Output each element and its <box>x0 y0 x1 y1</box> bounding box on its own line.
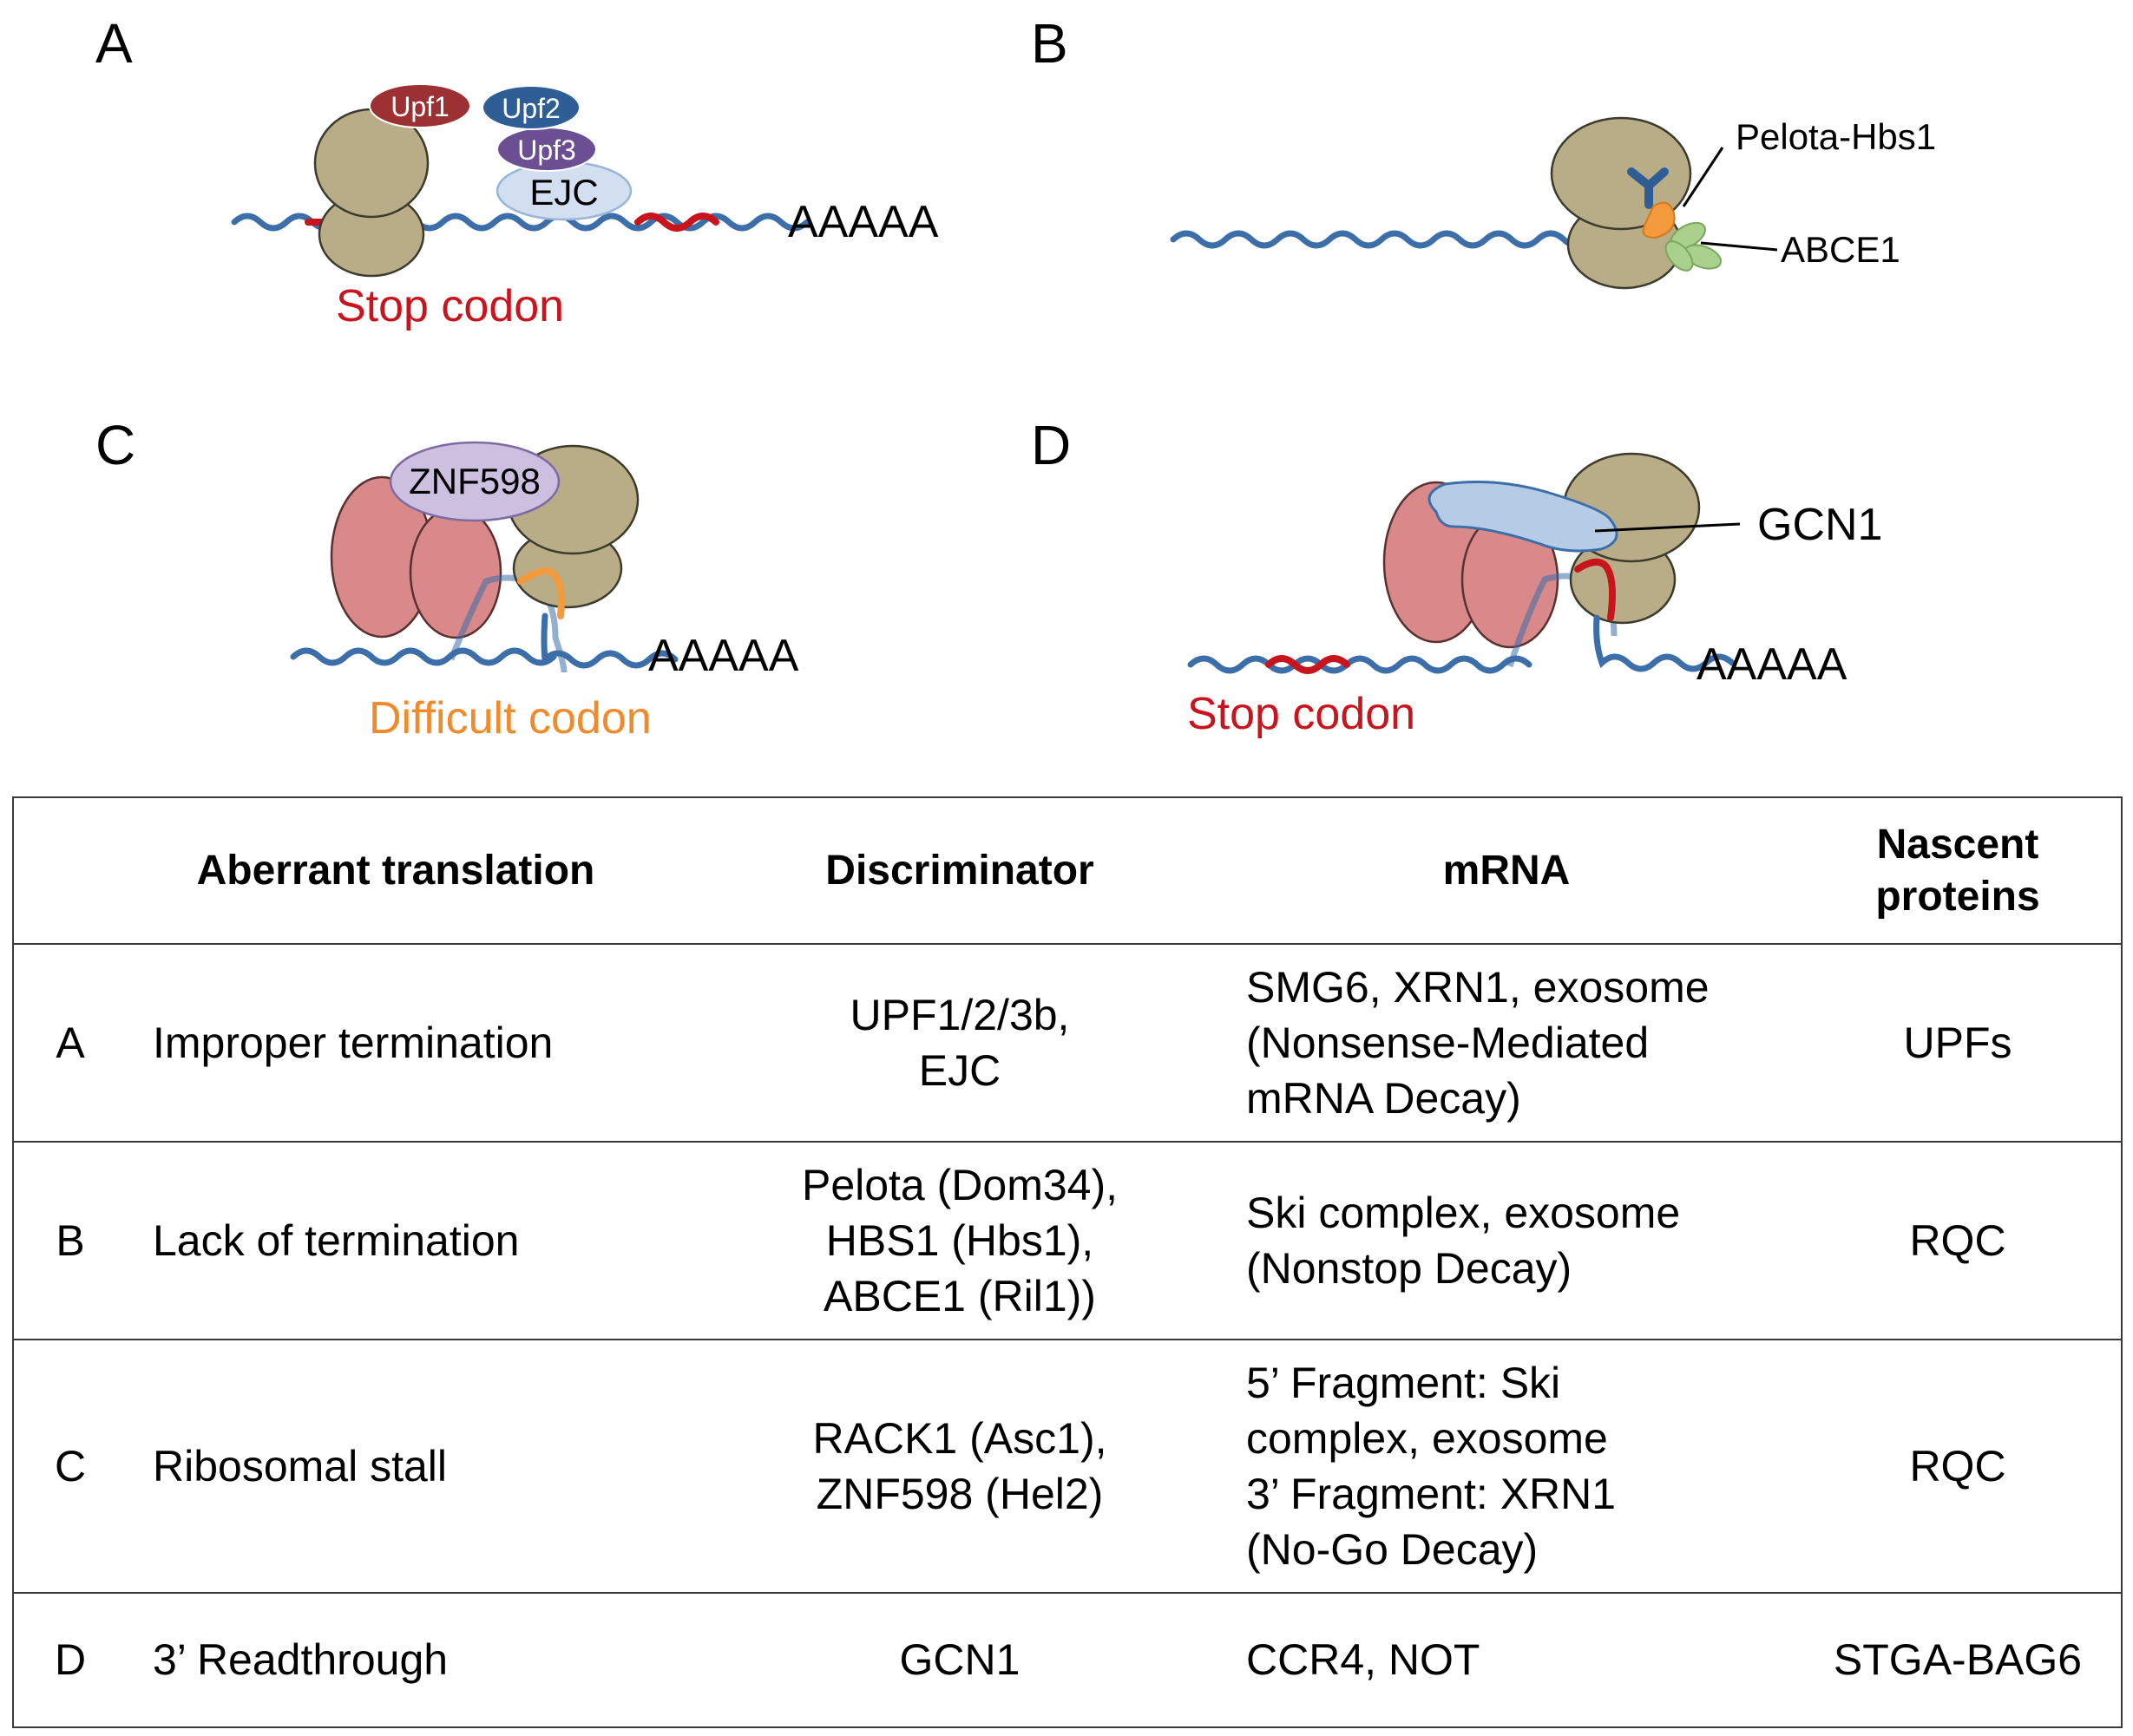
header-nascent-proteins: Nascent proteins <box>1875 821 2040 920</box>
row-discriminator: GCN1 <box>899 1635 1021 1684</box>
panel-d: D GCN1 AAAAA Stop codon <box>1031 414 1882 739</box>
stop-codon-segment <box>634 213 719 232</box>
stop-codon-segment <box>1265 655 1350 674</box>
mrna-strand <box>541 613 679 669</box>
row-mrna: 5’ Fragment: Ski complex, exosome 3’ Fra… <box>1246 1359 1617 1574</box>
ribosome-large-subunit <box>1550 116 1692 231</box>
upf2-protein <box>482 85 581 130</box>
panel-c-letter: C <box>95 414 135 476</box>
header-letter <box>14 798 127 943</box>
row-aberrant-translation: 3’ Readthrough <box>153 1635 449 1684</box>
row-nascent-proteins: RQC <box>1909 1442 2006 1490</box>
mrna-strand <box>290 647 557 666</box>
pelota-hbs1-label: Pelota-Hbs1 <box>1736 116 1936 157</box>
panel-a-letter: A <box>95 12 133 75</box>
mrna-strand <box>1187 655 1532 674</box>
table-row: B Lack of termination Pelota (Dom34), HB… <box>14 1143 2121 1340</box>
gcn1-protein <box>1427 481 1618 553</box>
znf598-protein <box>389 441 561 522</box>
panel-a: A Upf1 EJC Upf3 Upf2 AAAAA Stop codon <box>95 12 939 331</box>
row-letter: C <box>54 1442 87 1490</box>
znf598-label: ZNF598 <box>409 461 541 501</box>
table-row: A Improper termination UPF1/2/3b, EJC SM… <box>14 945 2121 1143</box>
panel-c: C ZNF598 AAAAA Difficult codon <box>95 414 799 744</box>
upf3-label: Upf3 <box>517 134 576 166</box>
row-mrna: Ski complex, exosome (Nonstop Decay) <box>1246 1189 1681 1293</box>
header-mrna: mRNA <box>1442 847 1571 894</box>
abce1-pointer <box>1700 241 1778 252</box>
pelota-hbs1-protein <box>1642 201 1676 239</box>
stop-codon-label: Stop codon <box>1187 689 1415 739</box>
polya-tail-label: AAAAA <box>1697 639 1848 690</box>
row-letter: A <box>56 1019 85 1067</box>
row-discriminator: UPF1/2/3b, EJC <box>850 991 1070 1095</box>
panel-d-letter: D <box>1031 414 1071 476</box>
row-aberrant-translation: Lack of termination <box>153 1216 520 1265</box>
panel-b-letter: B <box>1031 12 1068 75</box>
polya-tail-label: AAAAA <box>648 631 799 681</box>
aberrant-translation-table: Aberrant translation Discriminator mRNA … <box>12 796 2123 1728</box>
header-discriminator: Discriminator <box>825 847 1094 894</box>
row-discriminator: Pelota (Dom34), HBS1 (Hbs1), ABCE1 (Ril1… <box>801 1161 1119 1320</box>
header-aberrant-translation: Aberrant translation <box>196 847 595 894</box>
pelota-hbs1-protein <box>1627 167 1669 209</box>
row-letter: B <box>56 1216 85 1265</box>
difficult-codon-label: Difficult codon <box>369 693 652 744</box>
table-row: D 3’ Readthrough GCN1 CCR4, NOT STGA-BAG… <box>14 1594 2121 1726</box>
upf1-label: Upf1 <box>391 91 450 122</box>
translation-quality-control-diagram: A Upf1 EJC Upf3 Upf2 AAAAA Stop codon B <box>95 12 1936 744</box>
collided-ribosome-small <box>409 506 502 639</box>
stop-codon-label: Stop codon <box>336 281 564 331</box>
row-discriminator: RACK1 (Asc1), ZNF598 (Hel2) <box>812 1414 1107 1518</box>
polya-tail-label: AAAAA <box>788 197 939 247</box>
table-header-row: Aberrant translation Discriminator mRNA … <box>14 798 2121 945</box>
row-nascent-proteins: UPFs <box>1903 1019 2012 1067</box>
row-aberrant-translation: Ribosomal stall <box>153 1442 448 1490</box>
gcn1-label: GCN1 <box>1757 500 1882 550</box>
upf2-label: Upf2 <box>502 93 561 124</box>
row-mrna: SMG6, XRN1, exosome (Nonsense-Mediated m… <box>1246 963 1710 1123</box>
abce1-label: ABCE1 <box>1781 229 1900 270</box>
table-row: C Ribosomal stall RACK1 (Asc1), ZNF598 (… <box>14 1340 2121 1594</box>
panel-b: B Pelota-Hbs1 ABCE1 <box>1031 12 1936 290</box>
pelota-hbs1-pointer <box>1682 147 1724 207</box>
row-nascent-proteins: RQC <box>1909 1216 2006 1265</box>
row-aberrant-translation: Improper termination <box>153 1019 554 1067</box>
abce1-protein <box>1664 240 1694 272</box>
stop-codon-segment <box>1574 558 1616 621</box>
gcn1-pointer <box>1594 522 1741 533</box>
upf1-protein <box>369 83 471 128</box>
row-mrna: CCR4, NOT <box>1246 1635 1480 1684</box>
row-letter: D <box>54 1635 87 1684</box>
difficult-codon-segment <box>517 567 565 619</box>
ejc-label: EJC <box>529 172 598 213</box>
row-nascent-proteins: STGA-BAG6 <box>1833 1635 2083 1684</box>
mrna-strand <box>1593 614 1736 672</box>
